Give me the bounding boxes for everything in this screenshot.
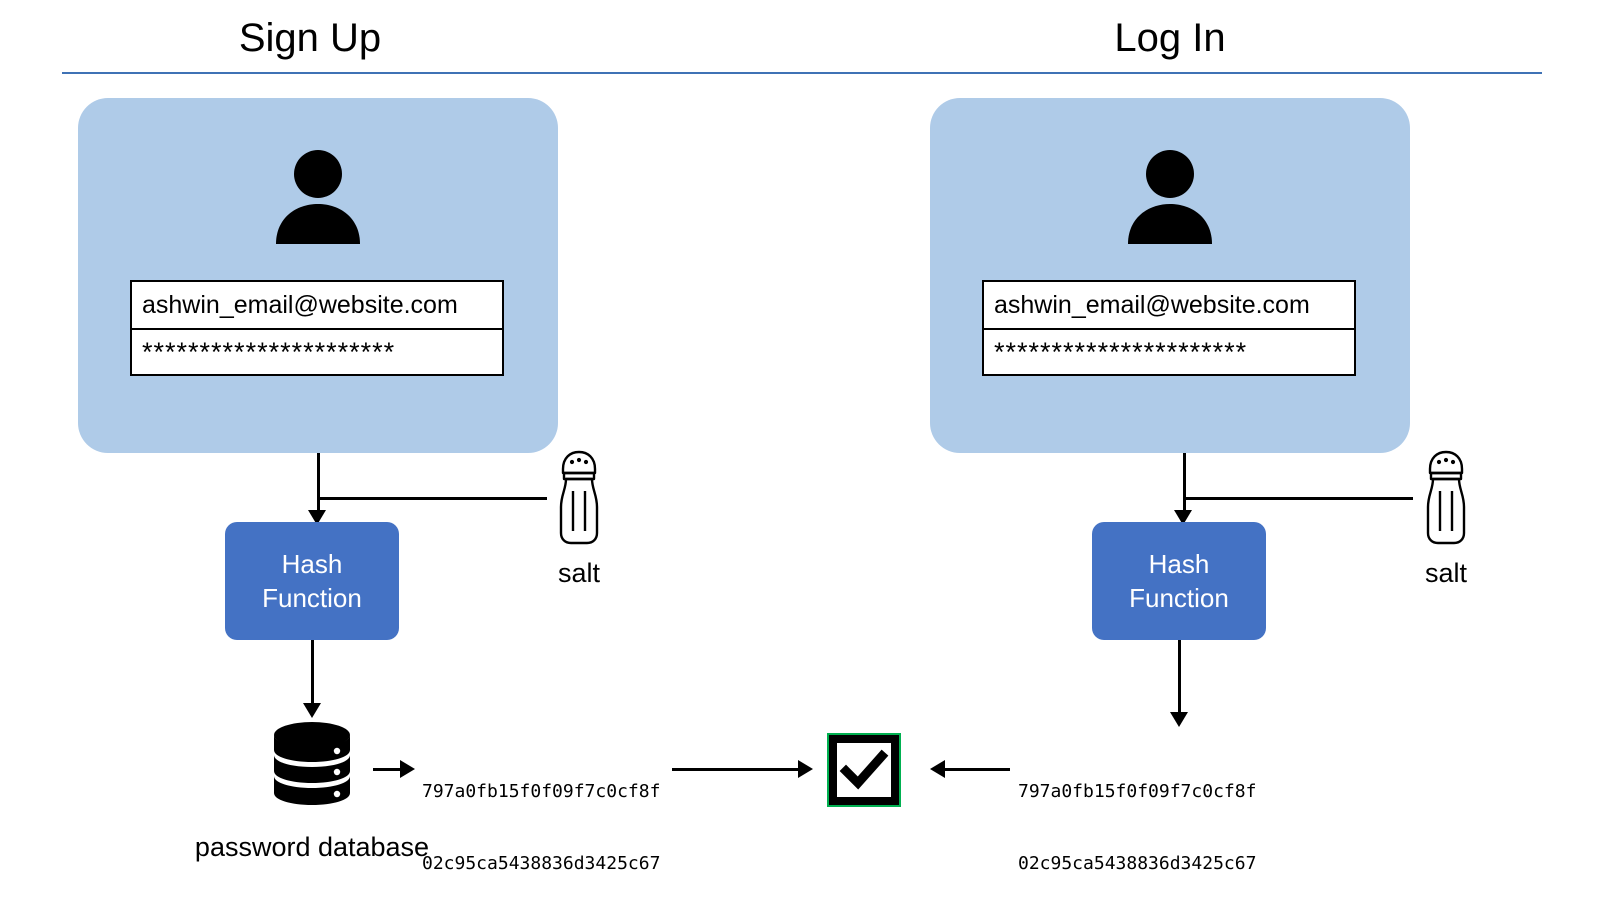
hash-match-check-badge [827, 733, 901, 807]
login-password-field[interactable]: ********************** [984, 328, 1354, 374]
left-hash-to-check-arrowhead [798, 760, 813, 778]
stored-hash-line2: 02c95ca5438836d3425c67 [422, 853, 661, 874]
header-divider [62, 72, 1542, 74]
signup-hash-to-db-arrowhead [303, 703, 321, 718]
login-hash-to-hashtext-line [1178, 640, 1181, 720]
signup-email-field[interactable]: ashwin_email@website.com [132, 282, 502, 328]
computed-hash-value: 797a0fb15f0f09f7c0cf8f 02c95ca5438836d34… [1018, 732, 1256, 900]
right-hash-to-check-line [945, 768, 1010, 771]
signup-panel-to-hash-line [317, 453, 320, 515]
signup-salt-label: salt [557, 558, 601, 588]
signup-salt-group: salt [543, 445, 615, 590]
signup-hash-to-db-line [311, 640, 314, 710]
login-hash-to-hashtext-arrowhead [1170, 712, 1188, 727]
column-title-login: Log In [1114, 16, 1226, 60]
db-to-hashtext-line [373, 768, 403, 771]
left-hash-to-check-line [672, 768, 802, 771]
column-title-signup: Sign Up [238, 16, 382, 60]
password-database-label: password database [194, 832, 430, 862]
login-user-panel: ashwin_email@website.com ***************… [930, 98, 1410, 453]
login-salt-connector-line [1183, 497, 1413, 500]
login-salt-group: salt [1410, 445, 1482, 590]
login-panel-to-hash-line [1183, 453, 1186, 515]
login-hash-label-line2: Function [1129, 583, 1229, 613]
login-hash-label-line1: Hash [1148, 549, 1210, 579]
signup-panel-to-hash-arrowhead [308, 510, 326, 525]
password-database-group: password database [195, 718, 429, 862]
login-salt-label: salt [1424, 558, 1468, 588]
stored-hash-line1: 797a0fb15f0f09f7c0cf8f [422, 781, 661, 802]
stored-hash-value: 797a0fb15f0f09f7c0cf8f 02c95ca5438836d34… [422, 732, 660, 900]
check-mark-icon [837, 743, 891, 797]
salt-shaker-icon [1426, 450, 1466, 545]
login-credential-box: ashwin_email@website.com ***************… [982, 280, 1356, 376]
login-hash-function-box: Hash Function [1092, 522, 1266, 640]
signup-password-field[interactable]: ********************** [132, 328, 502, 374]
signup-credential-box: ashwin_email@website.com ***************… [130, 280, 504, 376]
signup-hash-function-box: Hash Function [225, 522, 399, 640]
login-email-field[interactable]: ashwin_email@website.com [984, 282, 1354, 328]
computed-hash-line2: 02c95ca5438836d3425c67 [1018, 853, 1257, 874]
signup-hash-label-line1: Hash [281, 549, 343, 579]
login-panel-to-hash-arrowhead [1174, 510, 1192, 525]
computed-hash-line1: 797a0fb15f0f09f7c0cf8f [1018, 781, 1257, 802]
signup-salt-connector-line [317, 497, 547, 500]
database-icon [274, 722, 350, 805]
person-icon [276, 150, 360, 244]
signup-user-panel: ashwin_email@website.com ***************… [78, 98, 558, 453]
signup-hash-label-line2: Function [262, 583, 362, 613]
person-icon [1128, 150, 1212, 244]
salt-shaker-icon [559, 450, 599, 545]
db-to-hashtext-arrowhead [400, 760, 415, 778]
right-hash-to-check-arrowhead [930, 760, 945, 778]
